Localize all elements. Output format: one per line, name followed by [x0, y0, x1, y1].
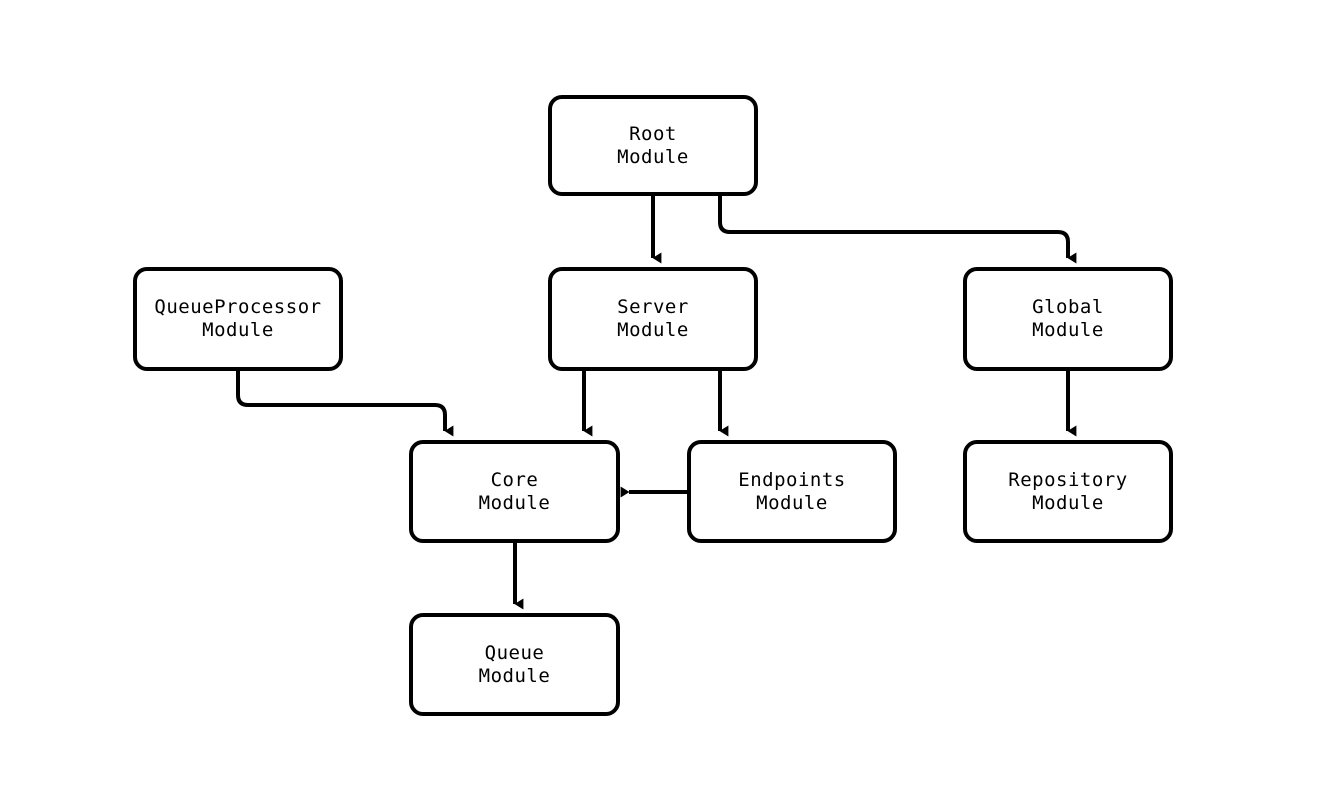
node-server-suffix: Module — [617, 319, 689, 341]
node-queue-name: Queue — [484, 641, 545, 664]
node-queue[interactable]: Queue Module — [409, 613, 620, 716]
edge-root-to-global — [718, 196, 1077, 264]
node-endpoints[interactable]: Endpoints Module — [687, 440, 897, 543]
node-queue-suffix: Module — [478, 664, 551, 687]
node-queueprocessor[interactable]: QueueProcessor Module — [133, 267, 343, 371]
node-global-name: Global — [1032, 296, 1104, 318]
node-global-suffix: Module — [1032, 319, 1104, 341]
node-server[interactable]: Server Module — [548, 267, 758, 371]
node-queueprocessor-name: QueueProcessor — [154, 296, 322, 318]
node-repository-name: Repository — [1008, 468, 1128, 491]
node-core-name: Core — [490, 468, 539, 491]
node-endpoints-name: Endpoints — [738, 468, 846, 491]
edge-queueprocessor-to-core — [236, 371, 454, 437]
node-root-suffix: Module — [617, 145, 689, 168]
node-endpoints-suffix: Module — [756, 491, 828, 514]
node-repository[interactable]: Repository Module — [963, 440, 1173, 543]
node-root-name: Root — [629, 122, 677, 145]
node-global[interactable]: Global Module — [963, 267, 1173, 371]
node-repository-suffix: Module — [1032, 491, 1104, 514]
node-core[interactable]: Core Module — [409, 440, 620, 543]
node-queueprocessor-suffix: Module — [202, 319, 274, 341]
node-server-name: Server — [617, 296, 689, 318]
node-root[interactable]: Root Module — [548, 95, 758, 196]
node-core-suffix: Module — [478, 491, 551, 514]
